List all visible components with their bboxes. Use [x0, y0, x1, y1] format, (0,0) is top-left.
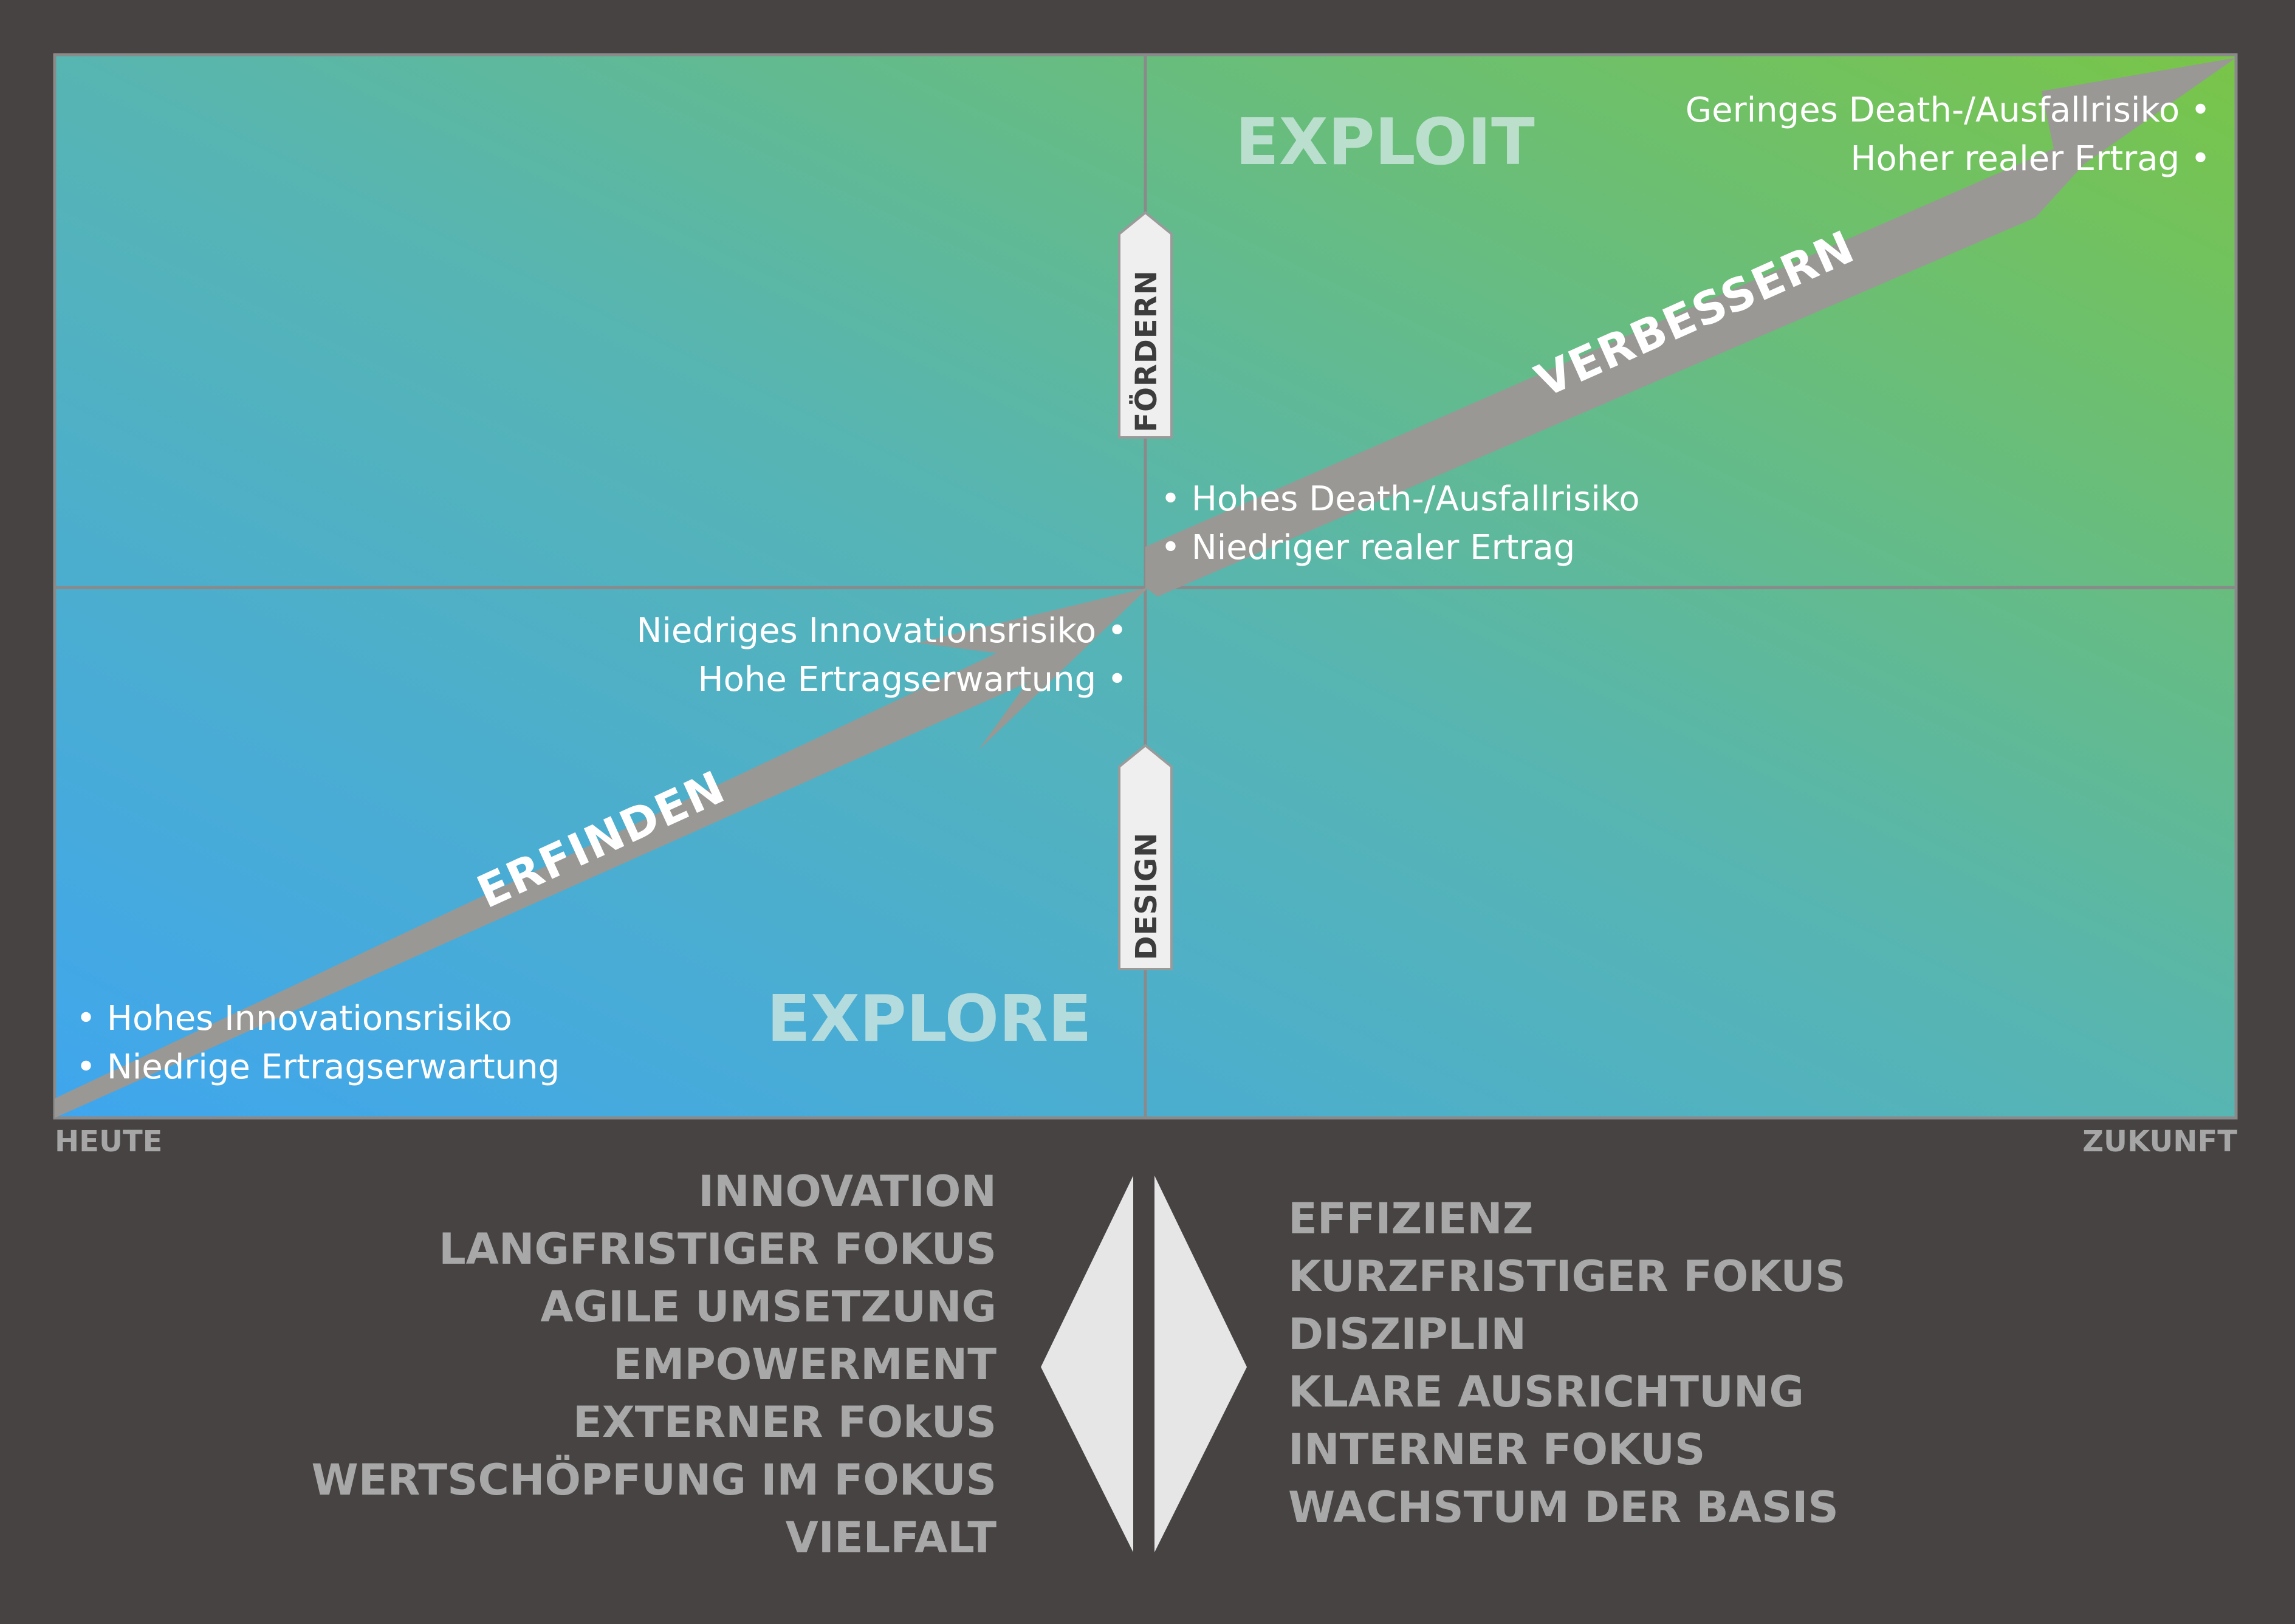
design-box: [1118, 744, 1173, 970]
promote-box: [1118, 211, 1173, 439]
explore-trait: EMPOWERMENT: [613, 1340, 997, 1389]
exploit-traits-list: EFFIZIENZ KURZFRISTIGER FOKUS DISZIPLIN …: [1288, 1194, 1846, 1532]
invent-arrow: [55, 588, 1148, 1118]
explore-trait: INNOVATION: [698, 1167, 997, 1216]
exploit-trait: KURZFRISTIGER FOKUS: [1288, 1252, 1846, 1301]
bullet-bottom-left-1: • Hohes Innovationsrisiko: [76, 999, 512, 1038]
explore-traits-list: INNOVATION LANGFRISTIGER FOKUS AGILE UMS…: [312, 1167, 997, 1563]
bullet-center-left-1: Niedriges Innovationsrisiko •: [636, 611, 1127, 651]
explore-trait: LANGFRISTIGER FOKUS: [439, 1224, 997, 1274]
exploit-trait: INTERNER FOKUS: [1288, 1425, 1705, 1475]
bullet-top-right-1: Geringes Death-/Ausfallrisiko •: [1686, 91, 2211, 130]
explore-trait: VIELFALT: [786, 1513, 997, 1563]
explore-trait: EXTERNER FOkUS: [573, 1397, 997, 1447]
exploit-trait: WACHSTUM DER BASIS: [1288, 1482, 1839, 1532]
bullet-center-right-2: • Niedriger realer Ertrag: [1161, 528, 1575, 567]
design-label: DESIGN: [1130, 832, 1164, 961]
diamond-left-half: [1041, 1176, 1133, 1552]
explore-trait: WERTSCHÖPFUNG IM FOKUS: [312, 1455, 997, 1505]
diamond-right-half: [1154, 1176, 1247, 1552]
exploit-trait: KLARE AUSRICHTUNG: [1288, 1367, 1804, 1417]
axis-end-label: ZUKUNFT: [2082, 1125, 2237, 1159]
axis-start-label: HEUTE: [55, 1125, 162, 1159]
bullet-center-right-1: • Hohes Death-/Ausfallrisiko: [1161, 479, 1640, 519]
exploit-trait: DISZIPLIN: [1288, 1309, 1526, 1359]
improve-arrow: [1145, 58, 2236, 597]
explore-trait: AGILE UMSETZUNG: [540, 1282, 997, 1332]
bullet-bottom-left-2: • Niedrige Ertragserwartung: [76, 1047, 560, 1087]
promote-label: FÖRDERN: [1129, 270, 1164, 432]
bullet-center-left-2: Hohe Ertragserwartung •: [698, 660, 1127, 699]
exploit-trait: EFFIZIENZ: [1288, 1194, 1533, 1244]
explore-title: EXPLORE: [767, 982, 1092, 1056]
exploit-title: EXPLOIT: [1235, 105, 1535, 179]
bullet-top-right-2: Hoher realer Ertrag •: [1850, 139, 2211, 179]
